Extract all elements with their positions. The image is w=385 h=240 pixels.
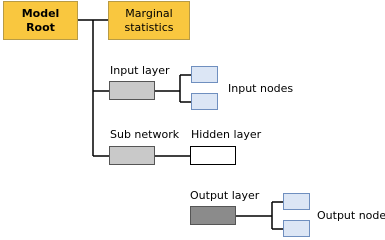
marginal-statistics-label: Marginal statistics [124, 7, 173, 35]
input-layer-box [109, 81, 155, 100]
model-root-label-line1: Model [21, 6, 60, 20]
marginal-statistics-label-line2: statistics [124, 20, 174, 34]
sub-network-label: Sub network [110, 128, 180, 141]
model-root-label: Model Root [22, 7, 60, 35]
output-nodes-label: Output nodes [317, 209, 385, 222]
input-node-box [191, 93, 218, 110]
input-node-box [191, 66, 218, 83]
output-layer-label: Output layer [190, 189, 260, 202]
hidden-layer-label: Hidden layer [191, 128, 262, 141]
model-root-box: Model Root [3, 1, 78, 40]
model-root-label-line2: Root [26, 20, 55, 34]
output-node-box [283, 193, 310, 210]
output-layer-box [190, 206, 236, 225]
input-nodes-label: Input nodes [228, 82, 294, 95]
hidden-layer-box [190, 146, 236, 165]
input-layer-label: Input layer [110, 64, 170, 77]
output-node-box [283, 220, 310, 237]
marginal-statistics-box: Marginal statistics [108, 1, 190, 40]
marginal-statistics-label-line1: Marginal [125, 6, 173, 20]
sub-network-box [109, 146, 155, 165]
